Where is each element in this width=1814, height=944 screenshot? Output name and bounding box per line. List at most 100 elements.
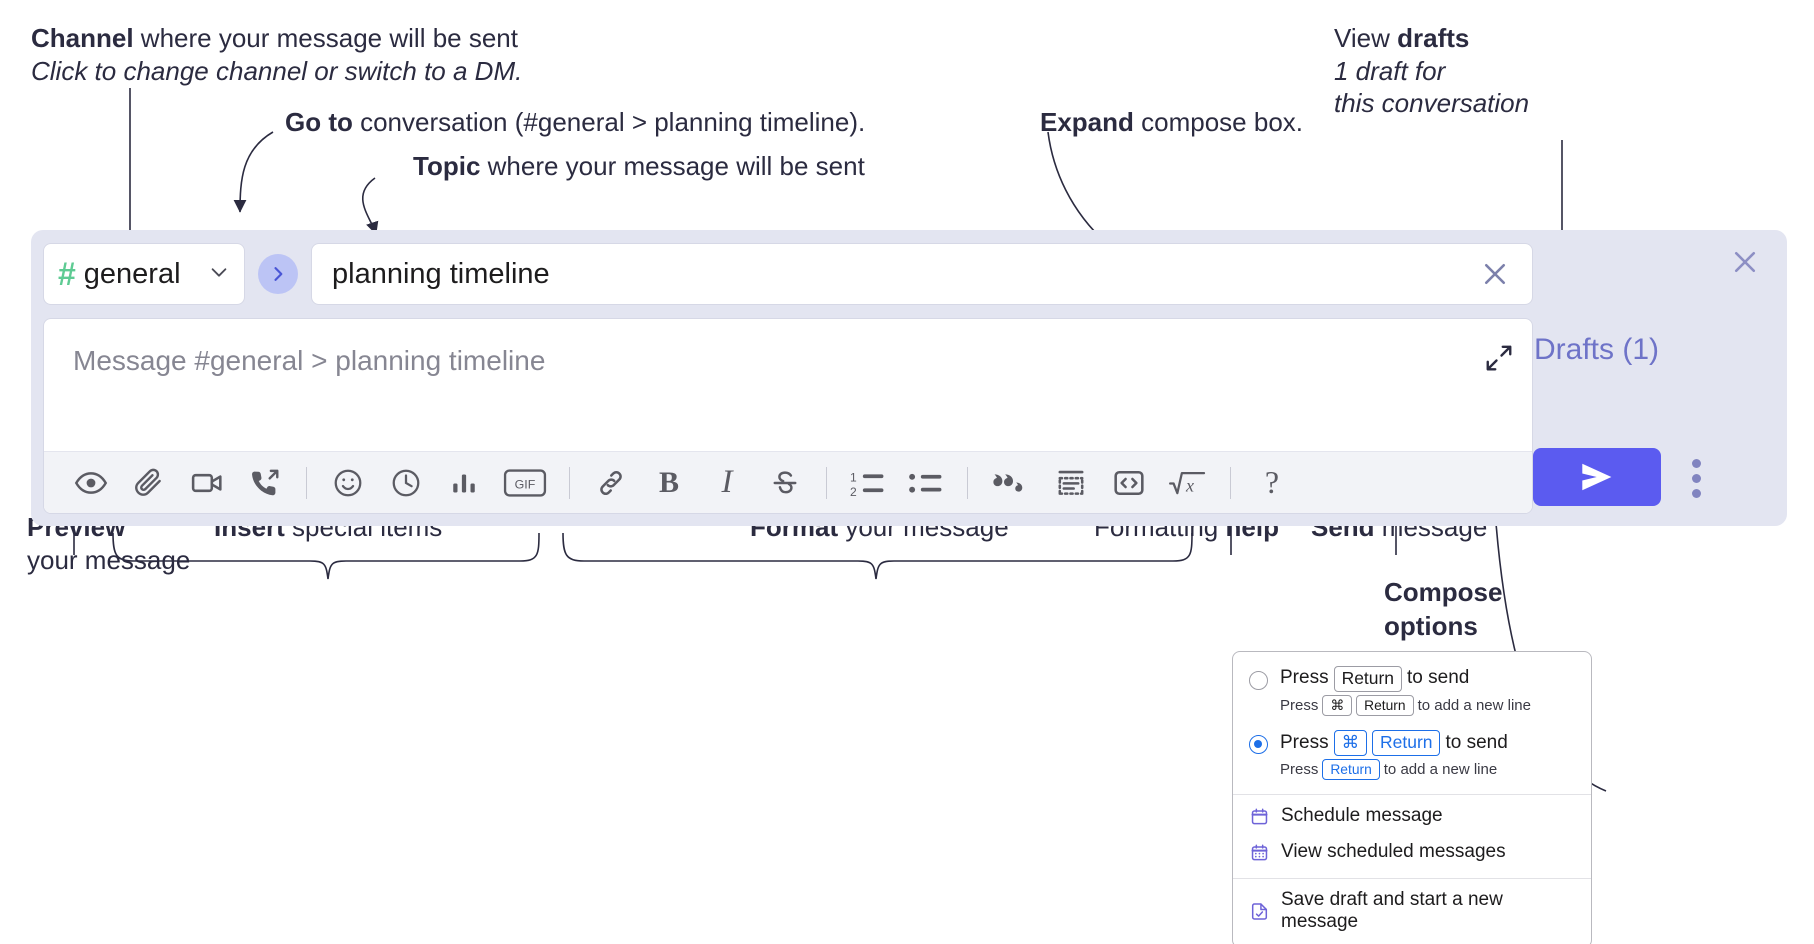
go-to-conversation-button[interactable] xyxy=(258,254,298,294)
italic-icon[interactable]: I xyxy=(698,459,756,507)
attachment-icon[interactable] xyxy=(120,459,178,507)
calendar-schedule-icon xyxy=(1249,806,1269,826)
compose-panel: # general planning timeline xyxy=(31,230,1787,526)
annotation-topic: Topic where your message will be sent xyxy=(413,150,865,183)
key-return-2: Return xyxy=(1356,694,1414,717)
opt1-prefix: Press xyxy=(1280,667,1329,689)
annotation-goto: Go to conversation (#general > planning … xyxy=(285,106,865,139)
annotation-expand: Expand compose box. xyxy=(1040,106,1303,139)
expand-compose-icon[interactable] xyxy=(1482,341,1516,375)
calendar-grid-icon xyxy=(1249,842,1269,862)
send-option-return-sub: Press ⌘ Return to add a new line xyxy=(1280,692,1591,722)
channel-name-label: general xyxy=(83,257,181,290)
key-command: ⌘ xyxy=(1322,694,1353,717)
key-return-blue-2: Return xyxy=(1322,758,1380,781)
compose-header-row: # general planning timeline xyxy=(43,242,1533,306)
send-option-cmd-return-main: Press ⌘ Return to send xyxy=(1280,730,1508,756)
compose-inner: # general planning timeline xyxy=(43,242,1533,514)
menu-item-schedule-label: Schedule message xyxy=(1281,805,1443,827)
send-option-return-main: Press Return to send xyxy=(1280,666,1469,692)
annotation-expand-bold: Expand xyxy=(1040,107,1134,137)
annotation-channel-italic: Click to change channel or switch to a D… xyxy=(31,55,523,86)
send-button[interactable] xyxy=(1533,448,1661,506)
clock-icon[interactable] xyxy=(377,459,435,507)
channel-selector-button[interactable]: # general xyxy=(43,243,245,305)
opt1-suffix: to send xyxy=(1407,667,1470,689)
drafts-link-label: Drafts (1) xyxy=(1534,333,1660,366)
topic-value: planning timeline xyxy=(332,257,550,290)
send-option-cmd-return[interactable]: Press ⌘ Return to send xyxy=(1233,722,1591,756)
annotation-drafts-italic1: 1 draft for xyxy=(1334,55,1446,86)
link-icon[interactable] xyxy=(582,459,640,507)
annotation-topic-rest: where your message will be sent xyxy=(480,151,865,181)
opt2-sub-prefix: Press xyxy=(1280,761,1319,779)
opt2-suffix: to send xyxy=(1445,731,1508,753)
key-return: Return xyxy=(1333,666,1403,692)
annotation-drafts-plain: View xyxy=(1334,23,1398,53)
bulleted-list-icon[interactable] xyxy=(897,459,955,507)
svg-text:1: 1 xyxy=(850,470,857,484)
compose-options-kebab-icon[interactable] xyxy=(1683,452,1709,504)
help-label: ? xyxy=(1264,464,1280,500)
radio-return[interactable] xyxy=(1249,671,1268,690)
gif-icon[interactable]: GIF xyxy=(493,459,557,507)
radio-cmd-return[interactable] xyxy=(1249,735,1268,755)
send-option-cmd-return-sub: Press Return to add a new line xyxy=(1280,756,1591,786)
drafts-link[interactable]: Drafts (1) xyxy=(1534,333,1659,367)
annotation-drafts-bold: drafts xyxy=(1397,23,1470,53)
menu-item-save-draft-label: Save draft and start a new message xyxy=(1281,889,1503,933)
key-return-blue: Return xyxy=(1372,730,1441,756)
svg-text:2: 2 xyxy=(850,484,857,498)
opt2-prefix: Press xyxy=(1280,731,1329,753)
huddle-icon[interactable] xyxy=(236,459,294,507)
inline-code-icon[interactable] xyxy=(1100,459,1158,507)
annotation-channel-bold: Channel xyxy=(31,23,134,53)
annotation-goto-bold: Go to xyxy=(285,107,353,137)
annotation-drafts-italic2: this conversation xyxy=(1334,88,1530,118)
preview-icon[interactable] xyxy=(62,459,120,507)
emoji-icon[interactable] xyxy=(319,459,377,507)
message-input-box[interactable]: Message #general > planning timeline xyxy=(43,318,1533,514)
svg-text:x: x xyxy=(1185,475,1194,495)
menu-item-save-draft[interactable]: Save draft and start a new message xyxy=(1233,879,1591,943)
latex-icon[interactable]: x xyxy=(1158,459,1218,507)
close-icon[interactable] xyxy=(1725,242,1765,282)
send-icon xyxy=(1582,463,1612,491)
menu-item-schedule-message[interactable]: Schedule message xyxy=(1233,795,1591,834)
opt2-sub-suffix: to add a new line xyxy=(1383,761,1498,779)
topic-input[interactable]: planning timeline xyxy=(311,243,1533,305)
toolbar-divider xyxy=(826,466,827,499)
annotation-compose-options-bold2: options xyxy=(1384,610,1478,641)
hash-icon: # xyxy=(58,256,76,292)
strikethrough-icon[interactable] xyxy=(756,459,814,507)
svg-text:GIF: GIF xyxy=(515,477,536,491)
opt1-sub-prefix: Press xyxy=(1280,696,1319,714)
key-command-blue: ⌘ xyxy=(1333,730,1368,756)
annotation-expand-rest: compose box. xyxy=(1133,107,1304,137)
blockquote-icon[interactable] xyxy=(980,459,1042,507)
video-icon[interactable] xyxy=(178,459,236,507)
annotation-topic-bold: Topic xyxy=(413,151,481,181)
annotation-goto-rest: conversation (#general > planning timeli… xyxy=(352,107,866,137)
clear-topic-icon[interactable] xyxy=(1474,253,1516,295)
italic-label: I xyxy=(721,464,733,500)
help-icon[interactable]: ? xyxy=(1243,459,1301,507)
message-placeholder: Message #general > planning timeline xyxy=(73,345,546,376)
toolbar-divider xyxy=(569,466,570,499)
poll-icon[interactable] xyxy=(435,459,493,507)
menu-divider-2 xyxy=(1233,878,1591,880)
chevron-right-icon xyxy=(274,267,283,281)
bold-icon[interactable]: B xyxy=(640,459,698,507)
send-option-return[interactable]: Press Return to send xyxy=(1233,662,1591,692)
annotation-drafts: View drafts 1 draft for this conversatio… xyxy=(1334,22,1529,120)
toolbar-divider xyxy=(967,466,968,499)
code-block-icon[interactable] xyxy=(1042,459,1100,507)
save-draft-icon xyxy=(1249,901,1269,921)
menu-item-view-scheduled[interactable]: View scheduled messages xyxy=(1233,834,1591,870)
bold-label: B xyxy=(658,465,679,499)
compose-options-menu: Press Return to send Press ⌘ Return to a… xyxy=(1232,651,1592,944)
annotation-channel-rest: where your message will be sent xyxy=(133,23,518,53)
